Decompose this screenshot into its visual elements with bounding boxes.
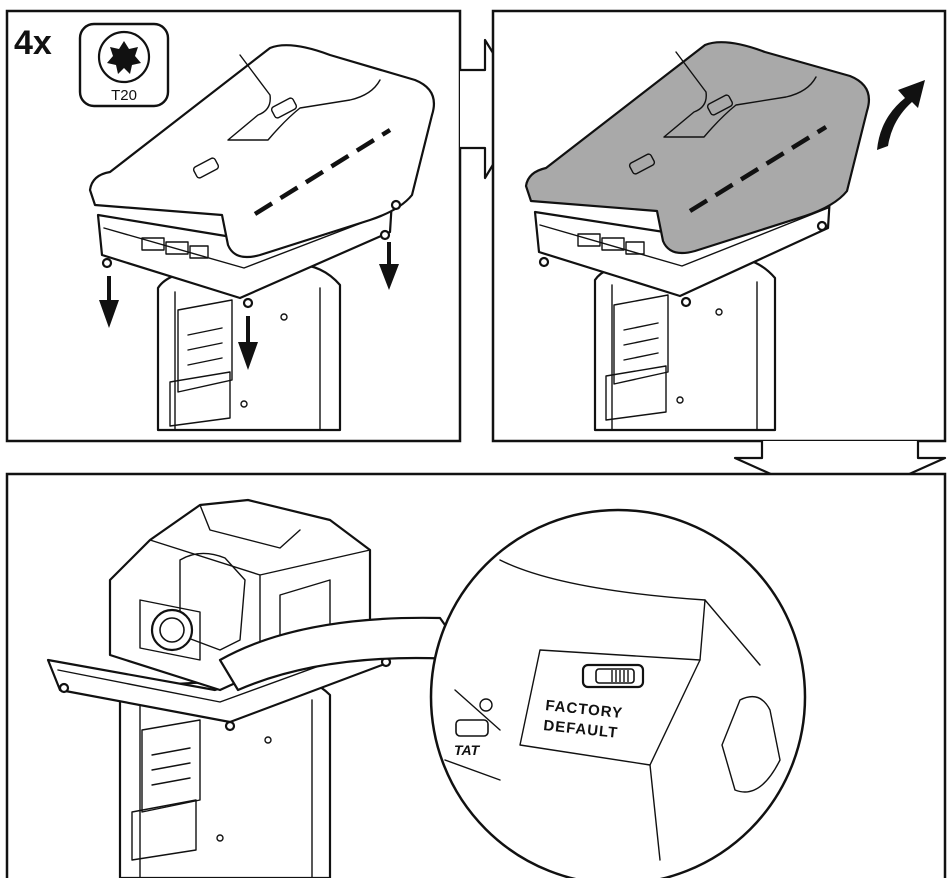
panel-step-3: FACTORY DEFAULT TAT <box>5 472 947 878</box>
dome-cover <box>88 44 436 259</box>
torx-screwdriver-icon <box>78 22 170 108</box>
panel-step-1: 4x T20 <box>5 9 462 443</box>
zoom-detail-circle: FACTORY DEFAULT TAT <box>429 508 807 878</box>
panel-step-2 <box>491 9 947 443</box>
tool-size-label: T20 <box>111 87 137 104</box>
lift-arrow-icon <box>877 80 925 150</box>
status-led <box>479 698 493 712</box>
side-label: TAT <box>454 742 481 758</box>
factory-default-button[interactable] <box>581 663 645 689</box>
pedestal <box>593 256 777 432</box>
dome-cover-shaded <box>524 41 871 255</box>
screw-removal-arrows <box>99 199 402 370</box>
side-button[interactable] <box>455 719 489 737</box>
quantity-label: 4x <box>14 24 52 62</box>
